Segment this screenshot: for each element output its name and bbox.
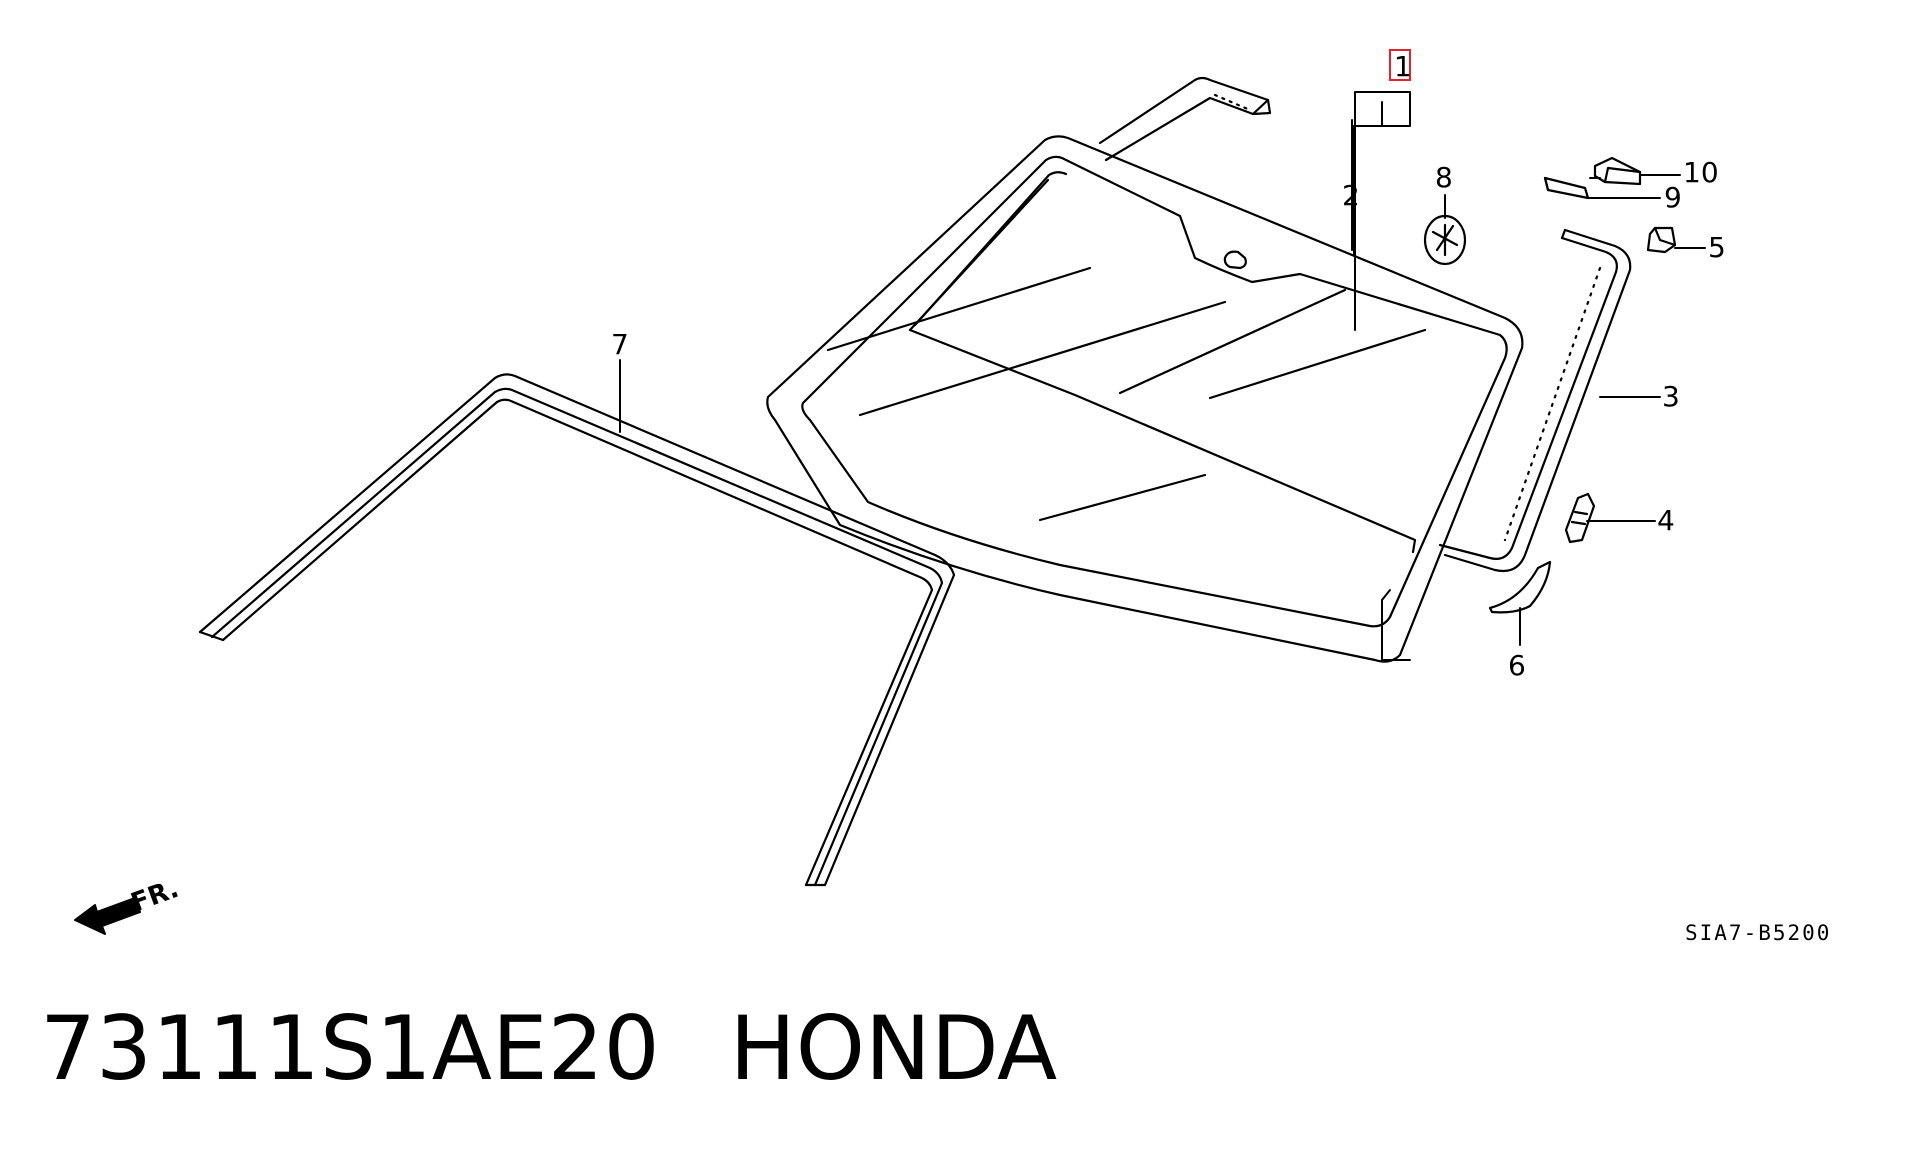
callout-7: 7: [611, 328, 629, 361]
windshield-glass-part-2: [766, 135, 1524, 663]
windshield-molding-part-7: [198, 373, 956, 887]
part-number: 73111S1AE20: [40, 997, 660, 1100]
diagram-code: SIA7-B5200: [1685, 921, 1831, 945]
callout-8: 8: [1435, 161, 1453, 194]
spacer-part-4: [1564, 492, 1596, 544]
sensor-part-8: [1423, 214, 1467, 266]
highlight-box: [1389, 49, 1411, 81]
part-1-bracket: [1353, 101, 1411, 661]
callout-9: 9: [1664, 181, 1682, 214]
callout-6: 6: [1508, 649, 1526, 682]
callout-3: 3: [1662, 380, 1680, 413]
callout-1: 1: [1394, 50, 1412, 83]
callout-10: 10: [1683, 156, 1719, 189]
clip-part-10: [1593, 156, 1642, 186]
dam-rubber-part-3: [1438, 228, 1632, 573]
callout-5: 5: [1708, 231, 1726, 264]
fastener-part-5: [1646, 226, 1677, 254]
front-direction-arrow: FR.: [74, 874, 183, 935]
callout-4: 4: [1657, 504, 1675, 537]
clip-part-9: [1543, 176, 1590, 200]
seal-part-6: [1488, 560, 1552, 614]
front-direction-label: FR.: [127, 874, 182, 919]
upper-molding-strip: [1098, 76, 1272, 162]
brand-name: HONDA: [729, 997, 1058, 1100]
callout-2: 2: [1342, 179, 1360, 212]
